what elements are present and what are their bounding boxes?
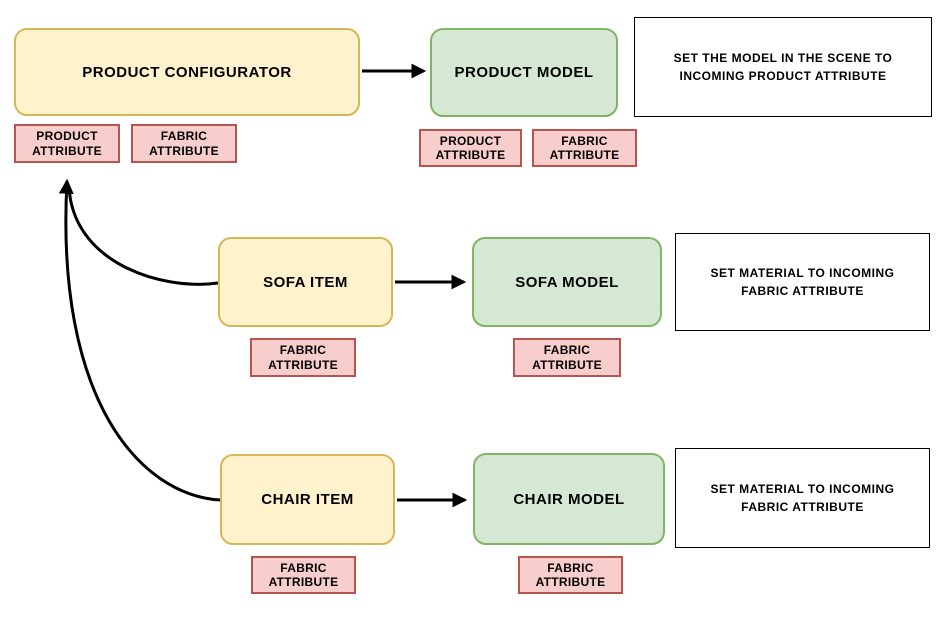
- arrow-sofa-item-to-product-attribute: [67, 185, 219, 286]
- tag-label: FABRIC ATTRIBUTE: [535, 560, 606, 589]
- tag-label: PRODUCT ATTRIBUTE: [32, 129, 102, 158]
- node-sofa-model: SOFA MODEL: [472, 237, 662, 327]
- tag-label: FABRIC ATTRIBUTE: [549, 133, 620, 162]
- note-sofa-model-text: SET MATERIAL TO INCOMING FABRIC ATTRIBUT…: [710, 266, 895, 298]
- tag-sofa-model-fabric-attribute: FABRIC ATTRIBUTE: [513, 338, 621, 377]
- tag-chair-model-fabric-attribute: FABRIC ATTRIBUTE: [518, 556, 623, 594]
- node-chair-model: CHAIR MODEL: [473, 453, 665, 545]
- node-sofa-item-label: SOFA ITEM: [263, 273, 348, 291]
- tag-chair-item-fabric-attribute: FABRIC ATTRIBUTE: [251, 556, 356, 594]
- tag-product-model-product-attribute: PRODUCT ATTRIBUTE: [419, 129, 522, 167]
- tag-label: FABRIC ATTRIBUTE: [268, 560, 339, 589]
- tag-label: FABRIC ATTRIBUTE: [532, 343, 602, 372]
- tag-label: FABRIC ATTRIBUTE: [149, 129, 219, 158]
- node-chair-item: CHAIR ITEM: [220, 454, 395, 545]
- node-product-configurator-label: PRODUCT CONFIGURATOR: [82, 63, 292, 81]
- arrow-chair-item-to-product-attribute: [58, 178, 221, 502]
- node-chair-model-label: CHAIR MODEL: [513, 490, 625, 508]
- node-sofa-item: SOFA ITEM: [218, 237, 393, 327]
- tag-sofa-item-fabric-attribute: FABRIC ATTRIBUTE: [250, 338, 356, 377]
- note-chair-model-text: SET MATERIAL TO INCOMING FABRIC ATTRIBUT…: [710, 482, 895, 514]
- node-chair-item-label: CHAIR ITEM: [261, 491, 354, 508]
- tag-configurator-product-attribute: PRODUCT ATTRIBUTE: [14, 124, 120, 163]
- tag-product-model-fabric-attribute: FABRIC ATTRIBUTE: [532, 129, 637, 167]
- tag-label: PRODUCT ATTRIBUTE: [435, 133, 506, 162]
- note-product-model-text: SET THE MODEL IN THE SCENE TO INCOMING P…: [673, 51, 893, 83]
- note-product-model: SET THE MODEL IN THE SCENE TO INCOMING P…: [634, 17, 932, 117]
- node-sofa-model-label: SOFA MODEL: [515, 273, 619, 291]
- tag-label: FABRIC ATTRIBUTE: [268, 343, 338, 372]
- note-sofa-model: SET MATERIAL TO INCOMING FABRIC ATTRIBUT…: [675, 233, 930, 331]
- node-product-model-label: PRODUCT MODEL: [454, 64, 594, 81]
- node-product-model: PRODUCT MODEL: [430, 28, 618, 117]
- note-chair-model: SET MATERIAL TO INCOMING FABRIC ATTRIBUT…: [675, 448, 930, 548]
- tag-configurator-fabric-attribute: FABRIC ATTRIBUTE: [131, 124, 237, 163]
- node-product-configurator: PRODUCT CONFIGURATOR: [14, 28, 360, 116]
